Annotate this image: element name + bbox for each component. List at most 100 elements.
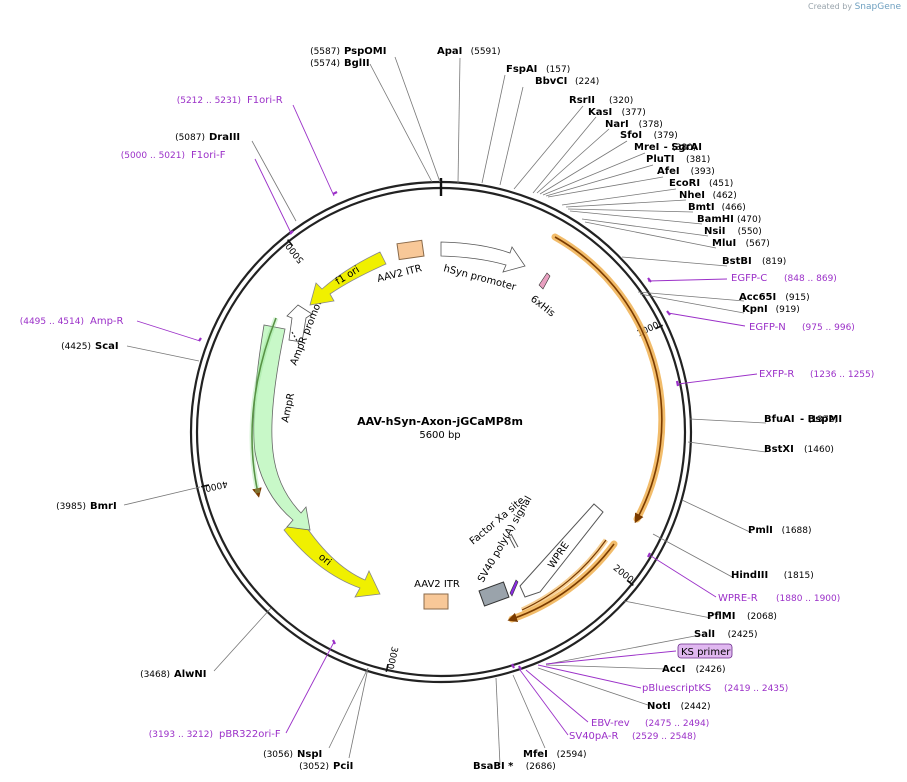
primer-range-6: (1880 .. 1900)	[776, 594, 840, 604]
insert-arc	[554, 236, 663, 524]
tick-label-2000: 2000	[611, 563, 635, 585]
enzyme-position-22: (1460)	[804, 445, 834, 455]
enzyme-position-36: (5087)	[175, 133, 205, 143]
enzyme-acci: AccI	[662, 664, 685, 675]
primer-range-1: (5000 .. 5021)	[121, 151, 185, 161]
primer-range-0: (5212 .. 5231)	[177, 96, 241, 106]
enzyme-nari: NarI	[605, 119, 629, 130]
enzyme-position-14: (466)	[722, 203, 746, 213]
enzyme-position-13: (462)	[713, 191, 737, 201]
plasmid-name: AAV-hSyn-Axon-jGCaMP8m	[357, 415, 523, 428]
enzyme-pspomi: PspOMI	[344, 46, 386, 57]
wpre-feature	[519, 503, 604, 598]
tick-5000	[286, 239, 294, 247]
enzyme-pair-bspmi: - BspMI	[800, 414, 842, 425]
enzyme-bmri: BmrI	[90, 501, 117, 512]
aav2-itr-bottom-label: AAV2 ITR	[414, 579, 460, 590]
primer-pbr322ori-f: pBR322ori-F	[219, 729, 281, 740]
primer-exfp-r: EXFP-R	[759, 369, 794, 380]
enzyme-position-5: (320)	[609, 96, 633, 106]
ampr-arc-dark	[251, 317, 277, 498]
enzyme-hindiii: HindIII	[731, 570, 768, 581]
enzyme-ecori: EcoRI	[669, 178, 700, 189]
enzyme-pflmi: PflMI	[707, 611, 735, 622]
snapgene-logo-text: SnapGene	[854, 2, 901, 12]
factor-xa-tick	[507, 534, 516, 549]
enzyme-nhei: NheI	[679, 190, 705, 201]
enzyme-position-21: (1372)	[808, 415, 838, 425]
his-tag-feature	[538, 272, 551, 290]
enzyme-position-24: (1815)	[784, 571, 814, 581]
enzyme-position-4: (224)	[575, 77, 599, 87]
tick-3000	[385, 663, 389, 673]
enzyme-position-9: (380)	[672, 143, 696, 153]
enzyme-position-28: (2442)	[681, 702, 711, 712]
enzyme-position-17: (567)	[746, 239, 770, 249]
primer-range-10: (2529 .. 2548)	[632, 732, 696, 742]
enzyme-mfei: MfeI	[523, 749, 548, 760]
enzyme-position-34: (3985)	[56, 502, 86, 512]
ampr-feature	[253, 324, 311, 531]
enzyme-position-32: (3056)	[263, 750, 293, 760]
snapgene-branding: Created by SnapGene	[808, 2, 901, 12]
enzyme-position-6: (377)	[622, 108, 646, 118]
enzyme-scai: ScaI	[95, 341, 119, 352]
leader-lines	[123, 56, 767, 766]
primer-range-4: (975 .. 996)	[802, 323, 855, 333]
plasmid-size: 5600 bp	[419, 430, 460, 441]
enzyme-apai: ApaI	[437, 46, 462, 57]
ampr-label: AmpR	[280, 392, 297, 424]
enzyme-position-33: (3468)	[140, 670, 170, 680]
primer-egfp-n: EGFP-N	[749, 322, 786, 333]
enzyme-position-3: (157)	[546, 65, 570, 75]
enzyme-rsrii: RsrII	[569, 95, 595, 106]
feature-labels: PspOMI(5587)BglII(5574)ApaI(5591)FspAI(1…	[20, 46, 875, 772]
enzyme-position-30: (2686)	[526, 762, 556, 772]
enzyme-fspai: FspAI	[506, 64, 537, 75]
enzyme-pair-sgrai: - SgrAI	[664, 142, 702, 153]
enzyme-position-20: (919)	[776, 305, 800, 315]
enzyme-alwni: AlwNI	[174, 669, 207, 680]
enzyme-nsii: NsiI	[704, 226, 725, 237]
enzyme-bbvci: BbvCI	[535, 76, 567, 87]
ampr-arc-glow	[249, 317, 279, 494]
primer-egfp-c: EGFP-C	[731, 273, 767, 284]
primer-leader-lines	[136, 104, 758, 736]
enzyme-pcii: PciI	[333, 761, 353, 772]
wpre-arc	[507, 543, 615, 622]
polya-arc	[521, 539, 607, 611]
enzyme-position-18: (819)	[762, 257, 786, 267]
enzyme-pmli: PmlI	[748, 525, 773, 536]
enzyme-acc65i: Acc65I	[739, 292, 776, 303]
enzyme-mlui: MluI	[712, 238, 736, 249]
enzyme-position-8: (379)	[654, 131, 678, 141]
enzyme-noti: NotI	[647, 701, 671, 712]
primer-pbluescriptks: pBluescriptKS	[642, 683, 711, 694]
enzyme-position-11: (393)	[691, 167, 715, 177]
enzyme-position-15: (470)	[737, 215, 761, 225]
ori-feature	[283, 515, 381, 598]
enzyme-sfoi: SfoI	[620, 130, 642, 141]
enzyme-bmti: BmtI	[688, 202, 715, 213]
enzyme-position-27: (2426)	[696, 665, 726, 675]
primer-ebv-rev: EBV-rev	[591, 718, 630, 729]
enzyme-bamhi: BamHI	[697, 214, 734, 225]
enzyme-bsabi-: BsaBI *	[473, 761, 514, 772]
created-by-text: Created by	[808, 2, 853, 11]
enzyme-position-35: (4425)	[61, 342, 91, 352]
tick-1000	[655, 324, 663, 330]
primer-range-5: (1236 .. 1255)	[810, 370, 874, 380]
enzyme-position-29: (2594)	[557, 750, 587, 760]
enzyme-afei: AfeI	[657, 166, 680, 177]
enzyme-position-12: (451)	[709, 179, 733, 189]
sv40-polya-feature	[478, 581, 510, 607]
enzyme-position-26: (2425)	[728, 630, 758, 640]
enzyme-bglii: BglII	[344, 58, 370, 69]
primer-sv40pa-r: SV40pA-R	[569, 731, 618, 742]
enzyme-mrei: MreI	[634, 142, 659, 153]
enzyme-position-23: (1688)	[782, 526, 812, 536]
primer-f1ori-f: F1ori-F	[191, 150, 226, 161]
ampr-promoter-dash	[291, 331, 301, 347]
ks-primer-box[interactable]	[677, 643, 733, 659]
